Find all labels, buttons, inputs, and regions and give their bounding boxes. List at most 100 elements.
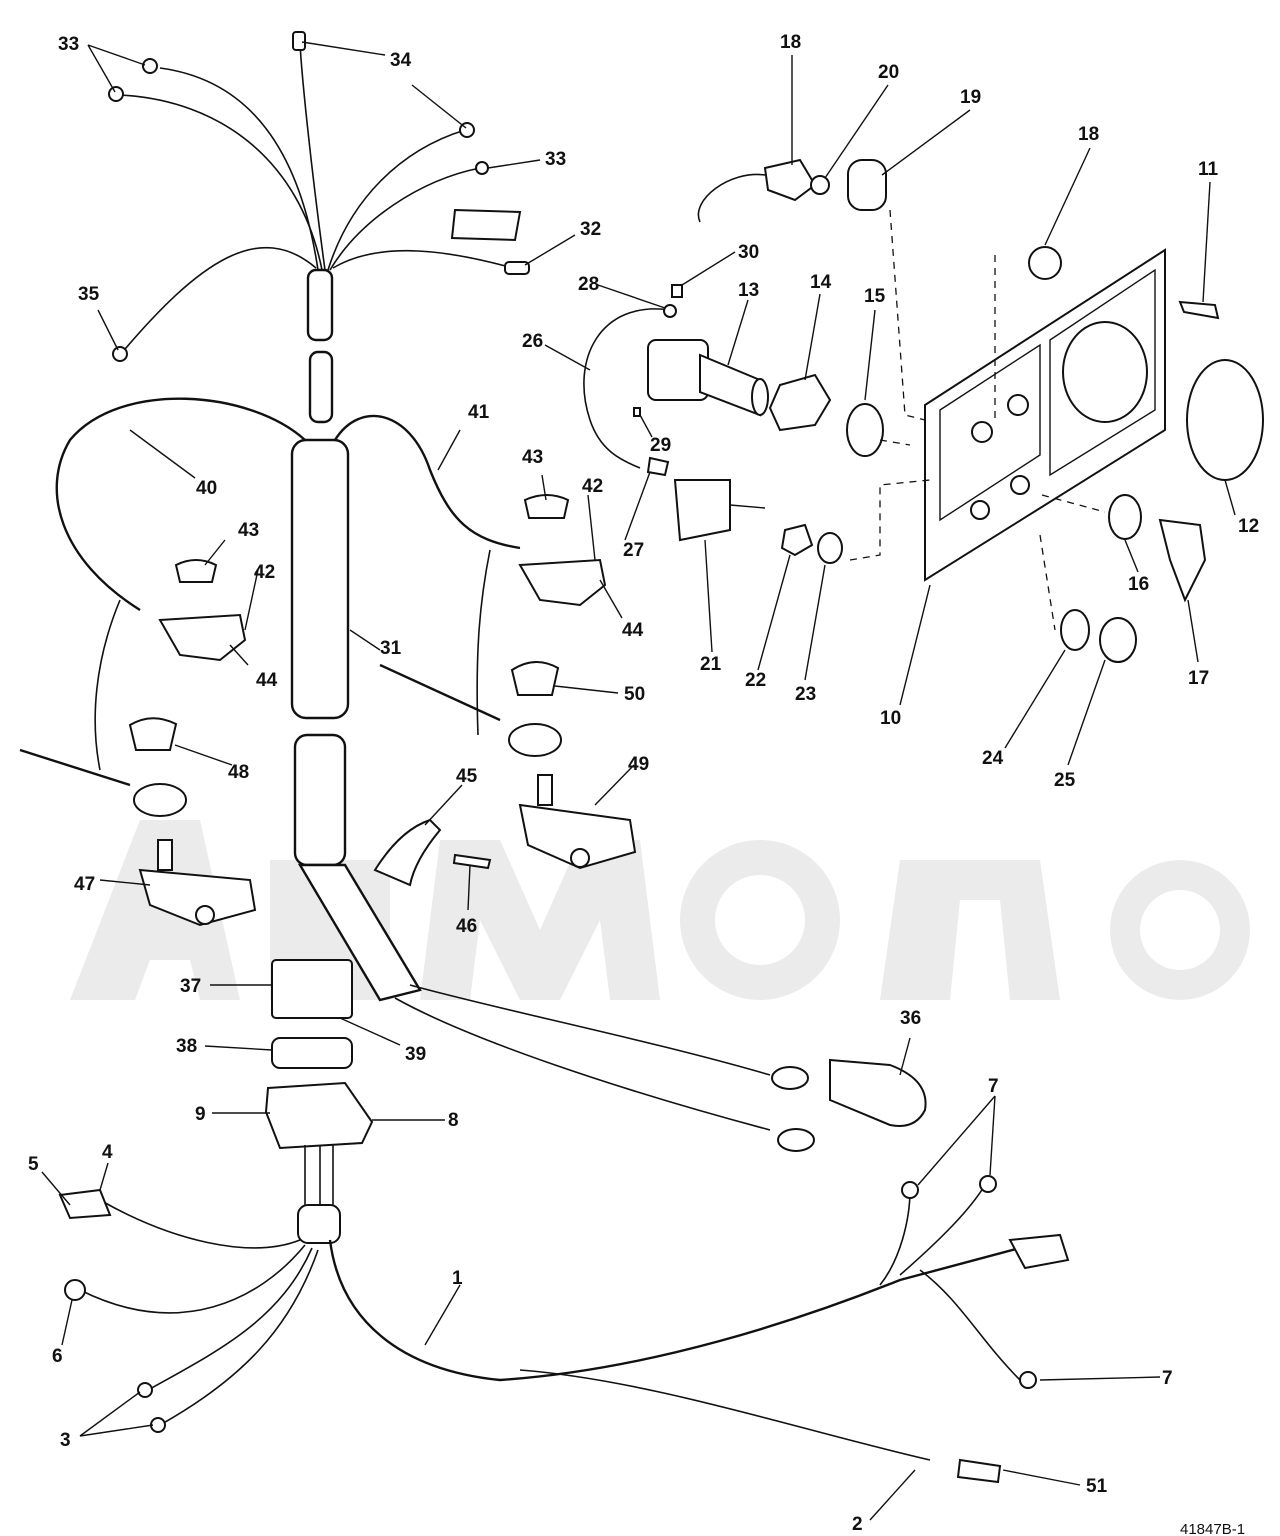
callout-30: 30	[738, 242, 759, 263]
callout-45: 45	[456, 766, 478, 787]
battery-terminal-49	[518, 774, 637, 870]
lamp-18	[763, 158, 817, 202]
callout-12: 12	[1238, 516, 1259, 537]
callout-2: 2	[852, 1514, 863, 1535]
callout-23: 23	[795, 684, 816, 705]
sleeve-51	[956, 1458, 1002, 1484]
battery-terminal-47	[138, 839, 257, 927]
callout-22: 22	[745, 670, 766, 691]
watermark-logo	[70, 820, 1250, 1000]
washer-23	[817, 532, 843, 564]
callout-43b: 43	[522, 447, 543, 468]
callout-33a: 33	[58, 34, 79, 55]
instrument-panel	[583, 158, 1264, 663]
lamp-socket-18	[1028, 246, 1062, 280]
callout-37: 37	[180, 976, 201, 997]
callout-27: 27	[623, 540, 644, 561]
screw-29	[633, 407, 641, 417]
washer-15	[846, 403, 884, 457]
bulb-20	[810, 175, 830, 195]
callout-4: 4	[102, 1142, 113, 1163]
clamp-44-left	[158, 613, 247, 662]
clip-45	[373, 818, 442, 887]
ring-terminals-top	[108, 31, 530, 362]
callout-7a: 7	[988, 1076, 999, 1097]
callout-14: 14	[810, 272, 832, 293]
callout-8: 8	[448, 1110, 459, 1131]
sleeve-upper	[306, 268, 334, 342]
wing-nut-50	[510, 661, 560, 696]
ring-terminal-6	[64, 1279, 86, 1301]
boot-36	[829, 1058, 927, 1127]
screw-30	[671, 284, 683, 298]
nut-22	[780, 523, 814, 557]
callout-18a: 18	[780, 32, 801, 53]
callout-26: 26	[522, 331, 543, 352]
wing-nut-48	[128, 717, 178, 751]
callout-50: 50	[624, 684, 645, 705]
nut-14	[768, 373, 832, 432]
callout-9: 9	[195, 1104, 206, 1125]
sleeve-mid	[308, 350, 334, 424]
callout-15: 15	[864, 286, 886, 307]
screw-46	[452, 853, 492, 870]
leader-lines	[41, 41, 1236, 1521]
sleeve-lower	[293, 733, 347, 867]
clamp-44-right	[518, 558, 607, 607]
callout-28: 28	[578, 274, 599, 295]
callout-13: 13	[738, 280, 759, 301]
callout-40: 40	[196, 478, 217, 499]
upper-harness	[19, 31, 927, 1152]
lens-12	[1186, 359, 1264, 481]
lower-harness	[58, 1081, 1070, 1484]
callout-47: 47	[74, 874, 95, 895]
nut-16	[1108, 494, 1142, 540]
callout-5: 5	[28, 1154, 39, 1175]
knob-25	[1099, 617, 1137, 663]
callout-3: 3	[60, 1430, 71, 1451]
cable-lug-left	[133, 783, 187, 817]
spring-19	[847, 159, 887, 211]
callout-42b: 42	[582, 476, 603, 497]
callout-32: 32	[580, 219, 601, 240]
sleeve-31	[290, 438, 350, 720]
nut-24	[1060, 609, 1090, 651]
callout-39: 39	[405, 1044, 426, 1065]
callout-42a: 42	[254, 562, 275, 583]
wing-nut-43-right	[523, 494, 570, 519]
callout-19: 19	[960, 87, 981, 108]
callout-46: 46	[456, 916, 477, 937]
callout-16: 16	[1128, 574, 1149, 595]
callout-43a: 43	[238, 520, 259, 541]
callout-labels: 1 2 3 4 5 6 7 8 9 10 11 12 13 14 15 16 1…	[28, 32, 1259, 1536]
connector-8	[264, 1081, 374, 1150]
callout-21: 21	[700, 654, 722, 675]
callout-11: 11	[1198, 159, 1219, 180]
callout-17: 17	[1188, 668, 1209, 689]
callout-48: 48	[228, 762, 249, 783]
callout-34: 34	[390, 50, 412, 71]
screw-11	[1178, 300, 1220, 320]
callout-41: 41	[468, 402, 490, 423]
gasket-38	[271, 1037, 353, 1069]
callout-20: 20	[878, 62, 899, 83]
connector-7	[1008, 1233, 1070, 1270]
callout-44b: 44	[622, 620, 644, 641]
callout-44a: 44	[256, 670, 278, 691]
connector-37	[271, 959, 353, 1019]
keys-17	[1158, 518, 1207, 603]
wing-nut-43-left	[174, 559, 218, 583]
callout-7b: 7	[1162, 1368, 1173, 1389]
callout-36: 36	[900, 1008, 921, 1029]
callout-51: 51	[1086, 1476, 1108, 1497]
callout-35: 35	[78, 284, 100, 305]
callout-33b: 33	[545, 149, 566, 170]
callout-29: 29	[650, 435, 671, 456]
callout-49: 49	[628, 754, 649, 775]
terminal-27	[646, 456, 670, 477]
cable-lug-right	[508, 723, 562, 757]
connector-4	[58, 1188, 112, 1220]
callout-1: 1	[452, 1268, 463, 1289]
callout-24: 24	[982, 748, 1004, 769]
